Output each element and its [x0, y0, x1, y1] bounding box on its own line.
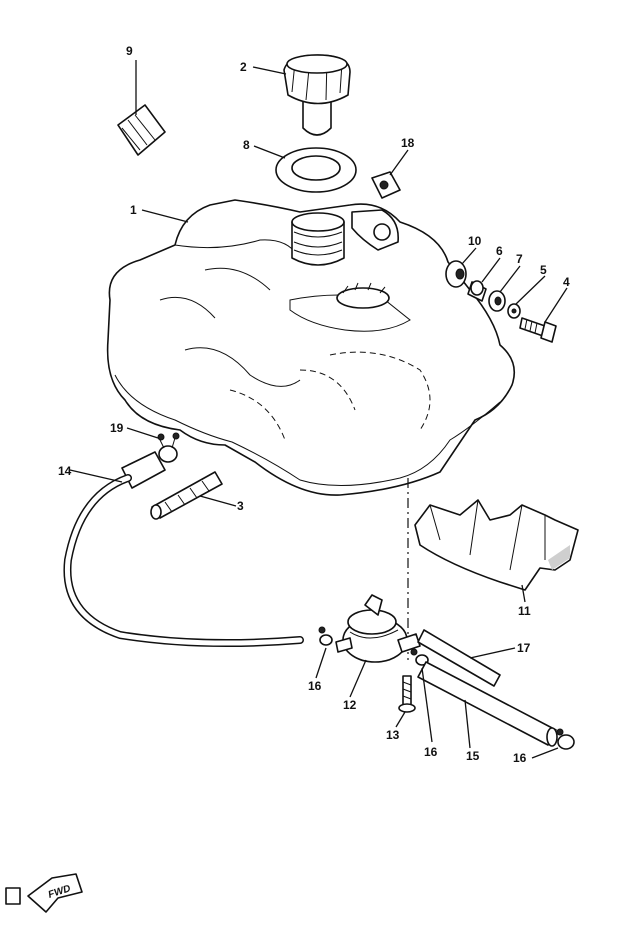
callout-18: 18 [401, 136, 415, 150]
part-16-clip-left [318, 626, 333, 646]
part-8-gasket [275, 147, 357, 193]
callout-numbers: 9 2 8 18 1 10 6 7 5 4 19 14 3 11 17 16 1… [58, 44, 570, 765]
callout-19: 19 [110, 421, 124, 435]
part-17-vacuum-hose [417, 629, 501, 687]
part-1-fuel-tank [106, 199, 516, 496]
callout-16-center: 16 [424, 745, 438, 759]
callout-16-left: 16 [308, 679, 322, 693]
callout-14: 14 [58, 464, 72, 478]
callout-12: 12 [343, 698, 357, 712]
callout-11: 11 [518, 604, 531, 618]
callout-6: 6 [496, 244, 503, 258]
part-3-strainer [150, 471, 223, 520]
callout-15: 15 [466, 749, 480, 763]
part-16-clip-right [556, 728, 575, 750]
part-11-protector-pad [414, 499, 579, 591]
part-6-collar [467, 280, 487, 302]
part-4-bolt [519, 317, 557, 343]
callout-5: 5 [540, 263, 547, 277]
part-12-fuel-cock [335, 594, 421, 663]
callout-17: 17 [517, 641, 531, 655]
part-10-grommet [445, 260, 467, 288]
callout-16-right: 16 [513, 751, 527, 765]
callout-10: 10 [468, 234, 482, 248]
part-19-clip [157, 432, 180, 463]
part-15-fuel-hose [417, 661, 558, 747]
part-18-clip-nut [371, 171, 401, 199]
part-7-washer [488, 290, 506, 312]
fwd-arrow: FWD [5, 873, 83, 913]
callout-9: 9 [126, 44, 133, 58]
callout-2: 2 [240, 60, 247, 74]
leader-lines [69, 60, 568, 759]
callout-8: 8 [243, 138, 250, 152]
callout-1: 1 [130, 203, 137, 217]
part-5-washer [507, 303, 521, 319]
part-13-screw [398, 675, 416, 713]
callout-3: 3 [237, 499, 244, 513]
callout-4: 4 [563, 275, 570, 289]
callout-7: 7 [516, 252, 523, 266]
callout-13: 13 [386, 728, 400, 742]
part-9-label-sticker [117, 104, 166, 156]
part-2-fuel-cap [283, 54, 351, 136]
part-14-fuel-hose [63, 451, 304, 648]
